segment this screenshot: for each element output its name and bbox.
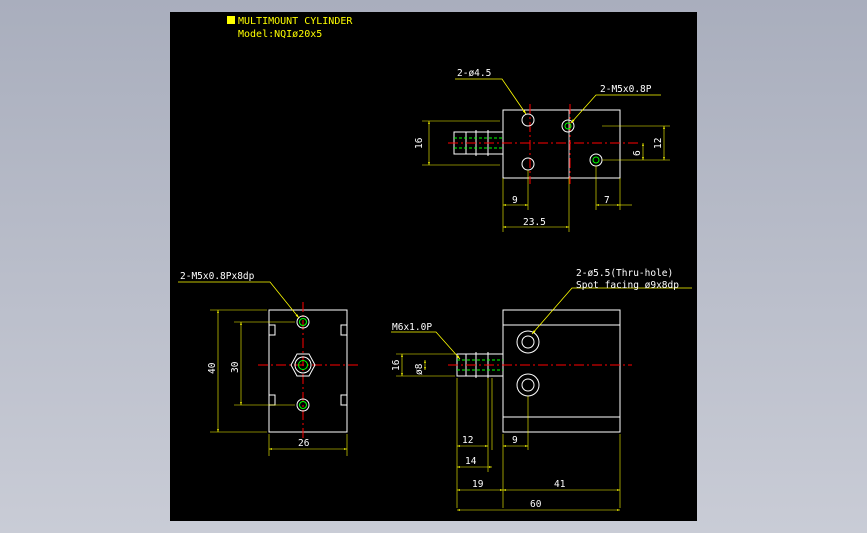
top-dim-height: 16 bbox=[414, 137, 425, 149]
end-threads-label: 2-M5x0.8Px8dp bbox=[180, 271, 255, 282]
drawing-title: MULTIMOUNT CYLINDER bbox=[238, 16, 353, 27]
end-dim-pitch: 30 bbox=[230, 361, 241, 373]
top-dim-hole-x: 9 bbox=[512, 195, 518, 206]
side-view: 2-ø5.5(Thru-hole) Spot facing ø9x8dp M6x… bbox=[391, 268, 692, 511]
top-ports-label: 2-M5x0.8P bbox=[600, 84, 652, 95]
top-port-upper bbox=[561, 119, 575, 133]
model-label: Model:NQIø20x5 bbox=[238, 29, 322, 40]
side-dim-rod-dia: ø8 bbox=[414, 363, 425, 375]
side-view-body bbox=[502, 309, 621, 433]
side-dim-overall: 60 bbox=[530, 499, 542, 510]
end-rod-hex bbox=[290, 353, 316, 377]
end-view: 2-M5x0.8Px8dp 40 30 26 bbox=[178, 271, 360, 456]
top-dim-port-x: 7 bbox=[604, 195, 610, 206]
title-marker bbox=[227, 16, 235, 24]
side-dim-rod-len: 12 bbox=[462, 435, 473, 446]
top-holes-label: 2-ø4.5 bbox=[457, 68, 491, 79]
end-thread-lower bbox=[296, 398, 310, 412]
end-dim-width: 26 bbox=[298, 438, 310, 449]
top-hole-upper bbox=[521, 113, 535, 127]
side-dim-stroke: 19 bbox=[472, 479, 484, 490]
side-dim-hole-x: 9 bbox=[512, 435, 518, 446]
end-thread-upper bbox=[296, 315, 310, 329]
side-dim-rod-height: 16 bbox=[391, 359, 402, 371]
top-dim-port-offset: 6 bbox=[632, 150, 643, 156]
drawing-canvas: MULTIMOUNT CYLINDER Model:NQIø20x5 2-ø4.… bbox=[170, 12, 697, 521]
top-dim-port-total: 23.5 bbox=[523, 217, 546, 228]
title-block: MULTIMOUNT CYLINDER Model:NQIø20x5 bbox=[227, 16, 353, 40]
side-hole-lower bbox=[516, 373, 540, 397]
side-spot-label: Spot facing ø9x8dp bbox=[576, 280, 679, 291]
side-hole-upper bbox=[516, 330, 540, 354]
top-port-lower bbox=[589, 153, 603, 167]
top-view-body bbox=[502, 109, 621, 179]
side-dim-rod-full: 14 bbox=[465, 456, 477, 467]
side-dim-body: 41 bbox=[554, 479, 566, 490]
top-view: 2-ø4.5 2-M5x0.8P 16 12 6 9 7 23.5 bbox=[414, 68, 670, 232]
top-hole-lower bbox=[521, 157, 535, 171]
side-holes-label: 2-ø5.5(Thru-hole) bbox=[576, 268, 673, 279]
side-thread-label: M6x1.0P bbox=[392, 322, 432, 333]
end-dim-height: 40 bbox=[207, 362, 218, 374]
end-view-body bbox=[268, 309, 348, 433]
top-dim-port-pitch: 12 bbox=[653, 138, 664, 149]
